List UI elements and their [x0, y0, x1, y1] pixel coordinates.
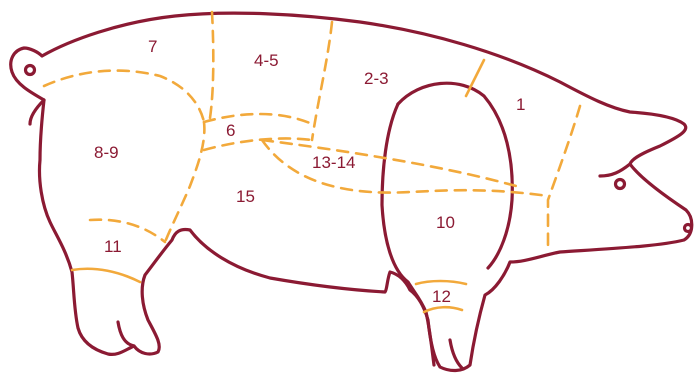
cut-label-12: 12 [432, 287, 451, 306]
cut-label-10: 10 [436, 213, 455, 232]
cut-line-1-head [548, 106, 580, 252]
cut-label-13-14: 13-14 [312, 153, 355, 172]
cut-label-2-3: 2-3 [364, 69, 389, 88]
cut-label-8-9: 8-9 [94, 143, 119, 162]
cut-line-11-hock [72, 269, 140, 282]
front-hoof-inner [450, 340, 462, 368]
cut-line-6-top [204, 114, 312, 124]
cut-line-12-bottom [424, 307, 462, 312]
cut-line-11 [90, 220, 165, 242]
cut-line-7-45 [210, 12, 213, 118]
cut-line-6-bottom [204, 138, 312, 150]
pig-eye [616, 180, 625, 189]
front-leg-outline [382, 104, 434, 365]
front-leg-upper [398, 83, 512, 268]
cut-label-1: 1 [516, 95, 525, 114]
cut-line-45-23 [312, 22, 332, 140]
hind-leg-inner [118, 322, 134, 346]
pig-body-outline [11, 13, 692, 370]
cut-label-15: 15 [236, 187, 255, 206]
cut-line-1314-bottom [262, 140, 548, 196]
solid-cut-lines [72, 60, 484, 312]
cut-label-7: 7 [148, 37, 157, 56]
cut-line-8-9-top [44, 71, 204, 122]
cut-line-8-9-right [165, 122, 204, 242]
cut-label-11: 11 [104, 237, 122, 256]
cut-label-6: 6 [226, 121, 235, 140]
cut-line-1314-top [262, 140, 516, 186]
pig-eye-ear [26, 66, 35, 75]
pig-snout-nostril [685, 225, 692, 232]
cut-label-4-5: 4-5 [254, 51, 279, 70]
pig-neck-curve [600, 164, 630, 176]
cut-line-12-top [416, 281, 466, 284]
cut-lines [44, 12, 580, 252]
